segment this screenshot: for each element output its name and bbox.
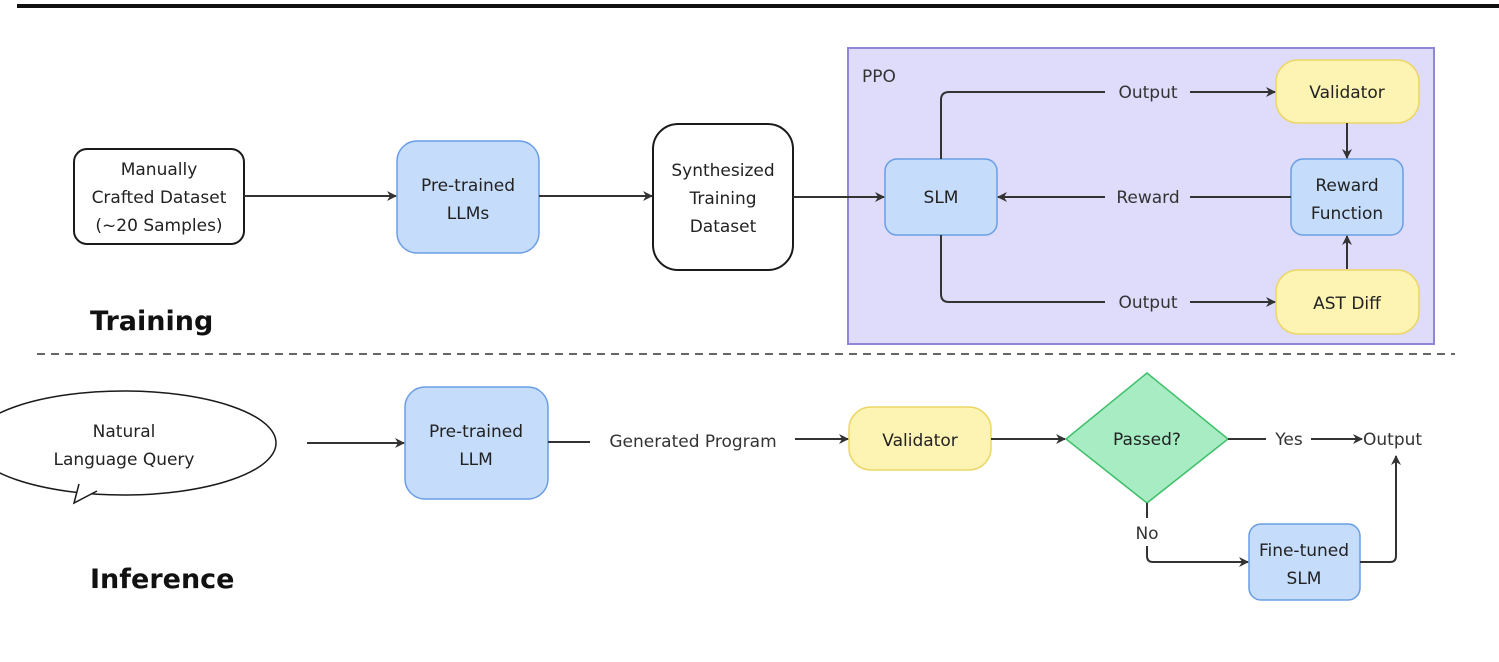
ast-diff-node: AST Diff: [1275, 269, 1420, 335]
ppo-label: PPO: [862, 67, 896, 87]
training-validator-node: Validator: [1275, 59, 1420, 124]
finetuned-slm-line-1: Fine-tuned: [1259, 541, 1349, 561]
edge-label-output-top: Output: [1118, 83, 1177, 103]
pretrained-llms-line-2: LLMs: [447, 204, 490, 224]
reward-function-line-1: Reward: [1315, 176, 1378, 196]
ast-diff-label: AST Diff: [1313, 294, 1382, 314]
edge-slm-output-bottom-a: [940, 235, 1105, 303]
edge-finetuned-to-output: [1360, 455, 1401, 563]
edge-label-output-bottom: Output: [1118, 293, 1177, 313]
slm-label: SLM: [924, 188, 959, 208]
synthesized-dataset-node: Synthesized Training Dataset: [652, 123, 794, 271]
finetuned-slm-node: Fine-tuned SLM: [1248, 523, 1361, 601]
inference-section-label: Inference: [90, 564, 235, 595]
edge-slm-output-top-a: [940, 91, 1105, 159]
manual-dataset-line-1: Manually: [121, 160, 198, 180]
synthesized-dataset-line-3: Dataset: [690, 217, 757, 237]
pretrained-llms-node: Pre-trained LLMs: [396, 140, 540, 254]
final-output-label: Output: [1363, 430, 1422, 450]
inference-validator-node: Validator: [848, 406, 992, 471]
passed-label: Passed?: [1113, 430, 1181, 450]
passed-decision-node: Passed?: [1064, 372, 1230, 504]
pretrained-llm-node: Pre-trained LLM: [404, 386, 549, 500]
pretrained-llm-line-2: LLM: [459, 450, 493, 470]
query-line-1: Natural: [93, 422, 156, 442]
manual-dataset-line-2: Crafted Dataset: [92, 188, 227, 208]
manual-dataset-line-3: (~20 Samples): [95, 216, 222, 236]
edge-label-yes: Yes: [1274, 430, 1303, 450]
synthesized-dataset-line-2: Training: [688, 189, 756, 209]
pretrained-llm-line-1: Pre-trained: [429, 422, 523, 442]
inference-validator-label: Validator: [882, 431, 957, 451]
edge-no-to-finetuned: [1146, 546, 1249, 567]
query-line-2: Language Query: [54, 450, 195, 470]
synthesized-dataset-line-1: Synthesized: [671, 161, 774, 181]
reward-function-line-2: Function: [1311, 204, 1383, 224]
query-speech-bubble: Natural Language Query: [0, 390, 277, 505]
edge-label-reward: Reward: [1116, 188, 1179, 208]
manual-dataset-node: Manually Crafted Dataset (~20 Samples): [73, 148, 245, 245]
reward-function-node: Reward Function: [1290, 158, 1404, 236]
training-section-label: Training: [90, 306, 213, 337]
finetuned-slm-line-2: SLM: [1287, 569, 1322, 589]
edge-label-no: No: [1135, 524, 1158, 544]
edge-label-generated-program: Generated Program: [609, 432, 776, 452]
training-validator-label: Validator: [1309, 83, 1384, 103]
pretrained-llms-line-1: Pre-trained: [421, 176, 515, 196]
slm-node: SLM: [884, 158, 998, 236]
